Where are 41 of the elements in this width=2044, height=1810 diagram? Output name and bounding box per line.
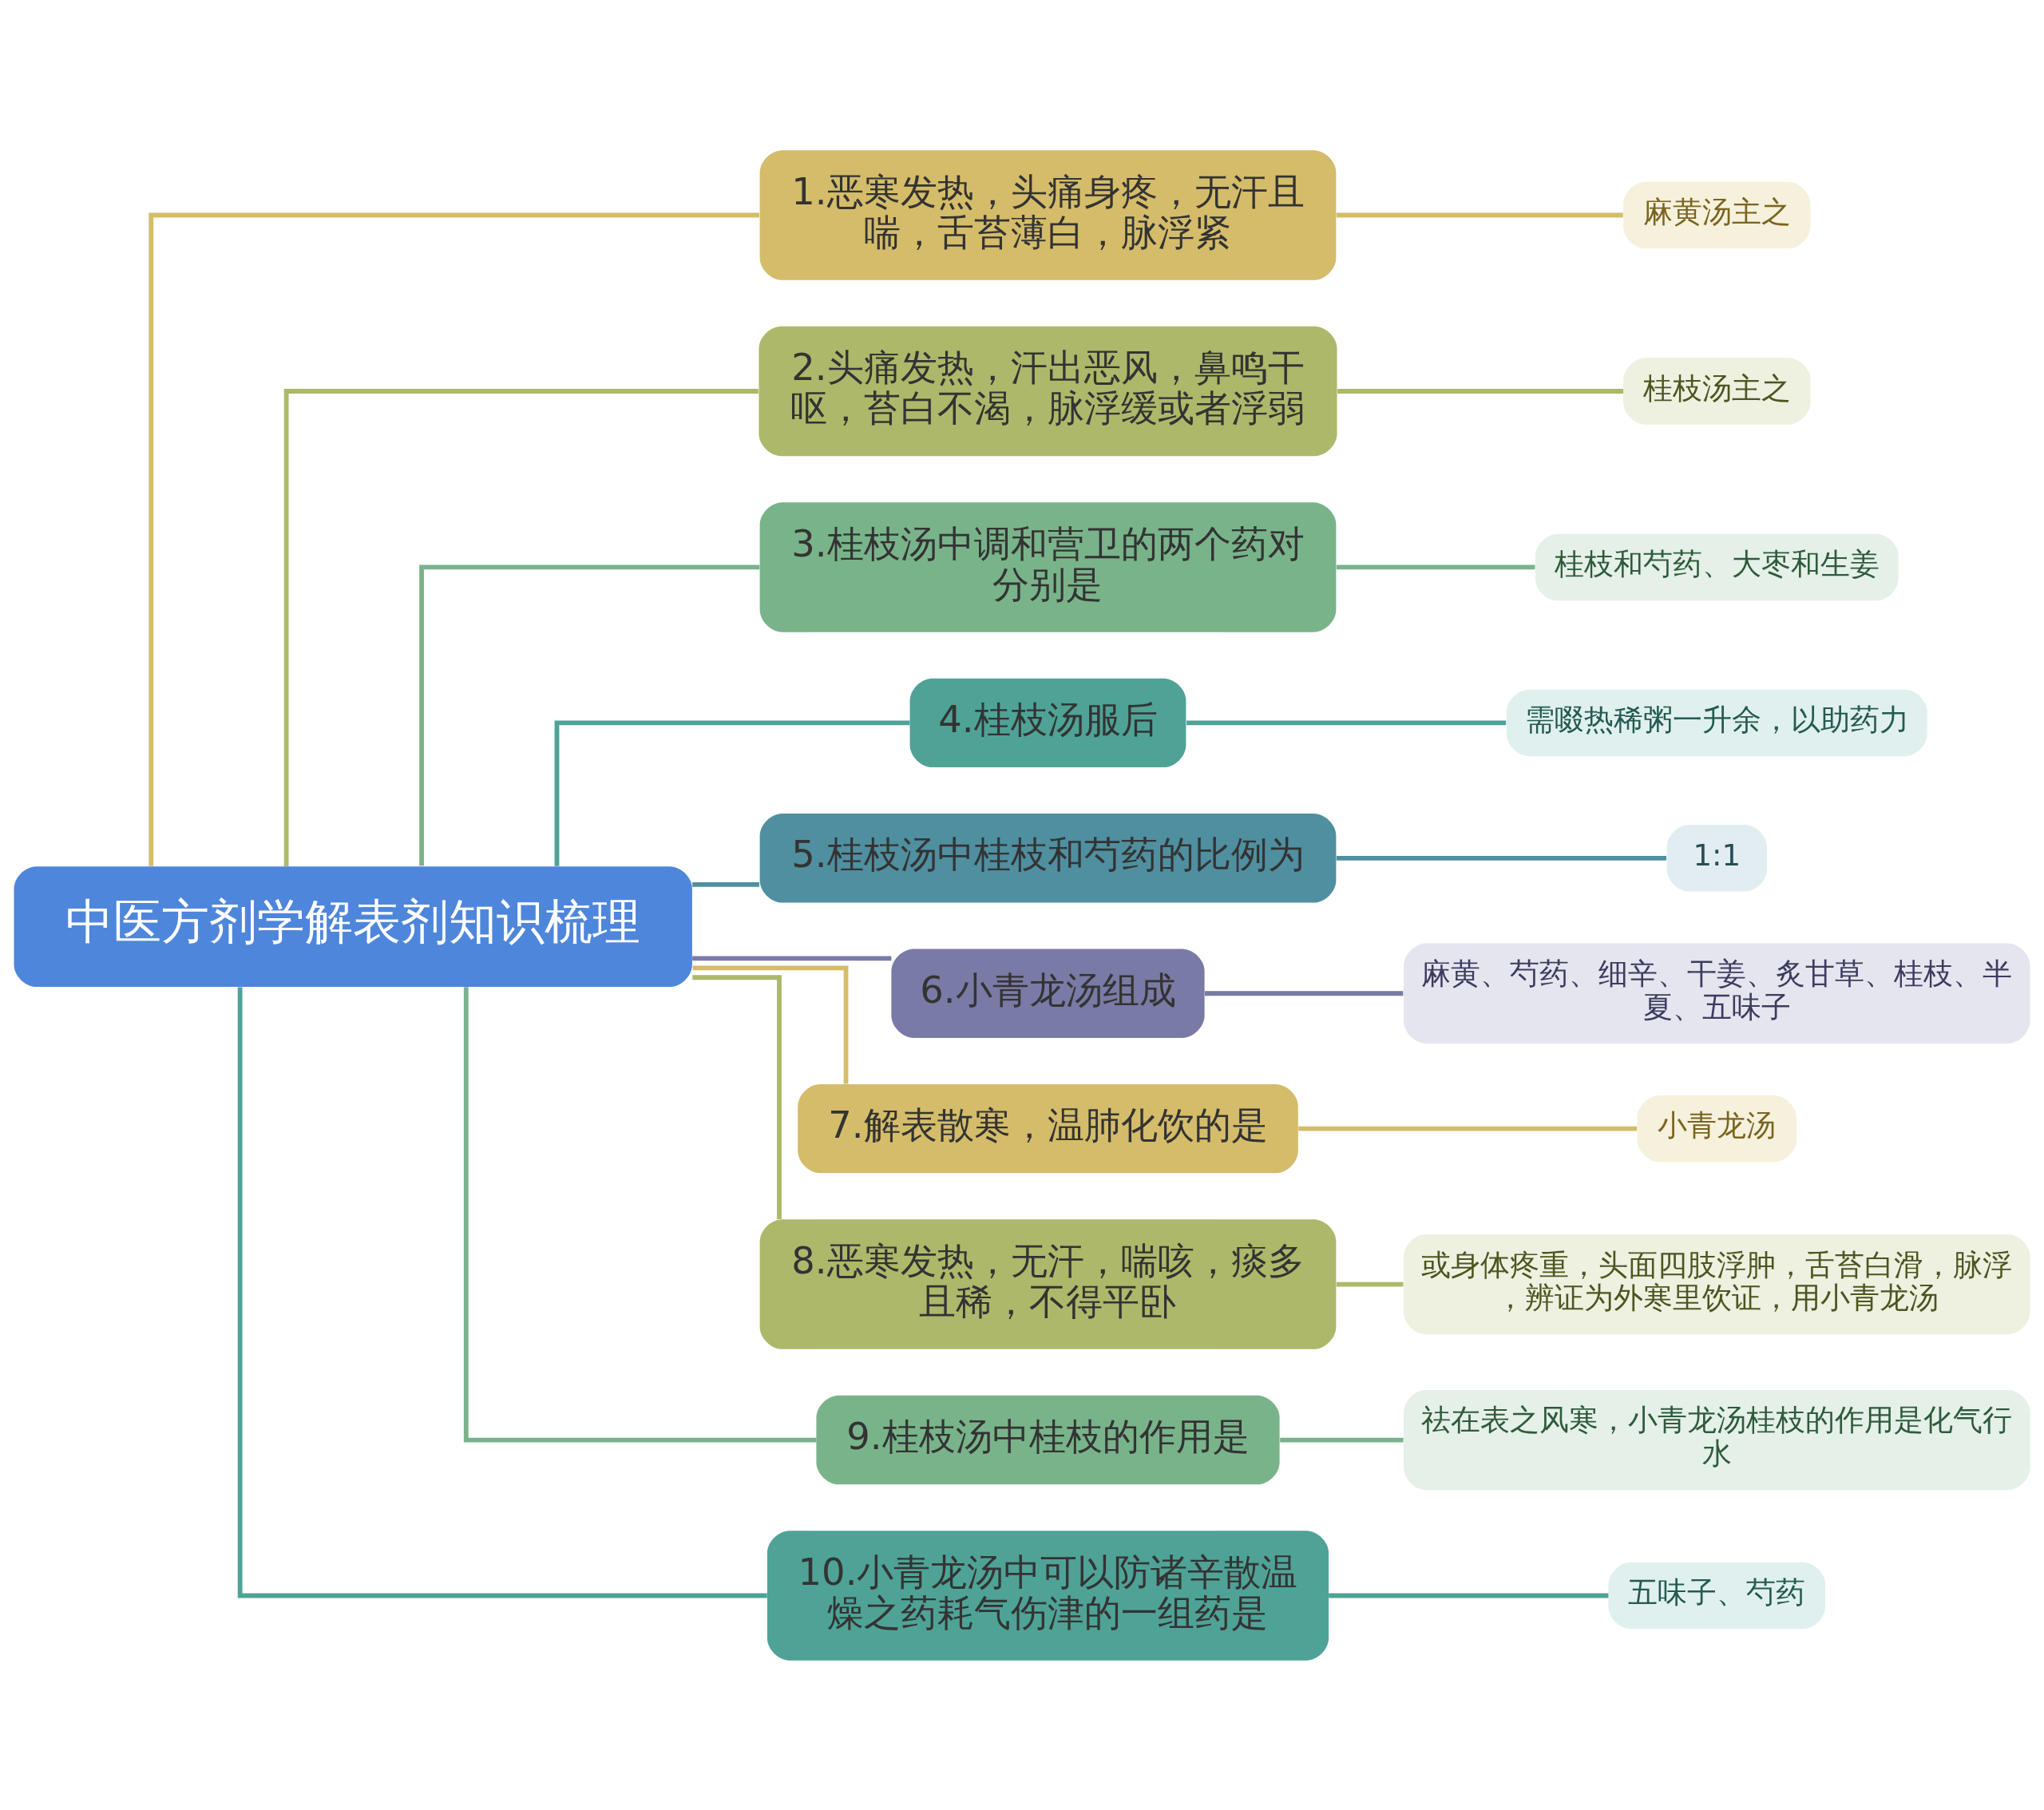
connector (1336, 212, 1623, 217)
node-box: 1.恶寒发热，头痛身疼，无汗且喘，舌苔薄白，脉浮紧 (759, 149, 1337, 280)
node-box: 9.桂枝汤中桂枝的作用是 (816, 1395, 1280, 1484)
node-box: 7.解表散寒，温肺化饮的是 (798, 1083, 1298, 1173)
connector (1337, 388, 1624, 394)
connector (1186, 720, 1507, 725)
connector (1329, 1593, 1609, 1598)
node-box: 4.桂枝汤服后 (909, 678, 1186, 767)
connector (692, 956, 892, 960)
node-box: 中医方剂学解表剂知识梳理 (14, 865, 692, 987)
connector (237, 987, 767, 1598)
connector (692, 964, 849, 1084)
connector (692, 881, 759, 887)
node-box: 5.桂枝汤中桂枝和芍药的比例为 (759, 813, 1337, 902)
node-box: 麻黄、芍药、细辛、干姜、炙甘草、桂枝、半夏、五味子 (1404, 943, 2030, 1044)
node-box: 祛在表之风寒，小青龙汤桂枝的作用是化气行水 (1404, 1389, 2030, 1490)
node-box: 8.恶寒发热，无汗，喘咳，痰多且稀，不得平卧 (759, 1218, 1337, 1349)
connector (419, 564, 760, 865)
node-box: 麻黄汤主之 (1623, 181, 1811, 248)
connector (1336, 564, 1535, 569)
node-box: 3.桂枝汤中调和营卫的两个药对分别是 (759, 501, 1337, 632)
node-box: 6.小青龙汤组成 (891, 949, 1205, 1038)
connector (1204, 990, 1404, 996)
connector (1298, 1126, 1638, 1131)
node-box: 2.头痛发热，汗出恶风，鼻鸣干呕，苔白不渴，脉浮缓或者浮弱 (759, 326, 1337, 456)
connector (283, 388, 759, 866)
node-box: 10.小青龙汤中可以防诸辛散温燥之药耗气伤津的一组药是 (766, 1530, 1329, 1661)
node-box: 五味子、芍药 (1608, 1562, 1826, 1629)
connector (463, 986, 817, 1442)
connector (1280, 1437, 1404, 1442)
node-box: 桂枝和芍药、大枣和生姜 (1535, 533, 1899, 600)
connector (1336, 1281, 1404, 1286)
connector (149, 212, 759, 866)
connector (1336, 855, 1666, 861)
connector (554, 720, 910, 866)
node-box: 1:1 (1666, 824, 1767, 892)
connector (692, 974, 782, 1219)
node-box: 需啜热稀粥一升余，以助药力 (1506, 689, 1927, 756)
node-box: 小青龙汤 (1637, 1095, 1797, 1162)
node-box: 或身体疼重，头面四肢浮肿，舌苔白滑，脉浮，辨证为外寒里饮证，用小青龙汤 (1404, 1234, 2030, 1334)
node-box: 桂枝汤主之 (1623, 357, 1811, 425)
